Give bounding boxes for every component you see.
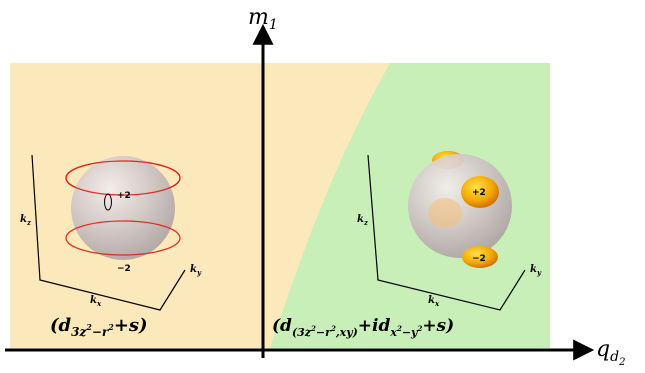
left-minus-label: −2 <box>117 264 131 274</box>
right-blob-minus <box>462 246 498 268</box>
right-plus-label: +2 <box>472 188 486 198</box>
left-sphere <box>71 156 175 260</box>
right-axis-kz: kz <box>357 214 369 227</box>
left-inset: kz kx ky +2 −2 (d3z2−r2+s) <box>20 154 202 339</box>
right-inset: kz kx ky +2 −2 (d(3z2−r2,xy)+idx2−y2+s) <box>272 151 542 339</box>
right-minus-label: −2 <box>472 254 486 264</box>
left-small-loop <box>104 193 112 211</box>
left-node-ring-top <box>65 160 181 196</box>
right-blob-plus <box>461 176 499 208</box>
right-phase-label: (d(3z2−r2,xy)+idx2−y2+s) <box>272 316 454 339</box>
left-axis-kz: kz <box>20 214 32 227</box>
right-blob-back <box>428 198 462 228</box>
left-node-ring-bottom <box>65 220 181 256</box>
left-plus-label: +2 <box>117 191 131 201</box>
left-inset-frame <box>31 154 186 311</box>
left-axis-ky: ky <box>190 264 202 277</box>
left-phase-label: (d3z2−r2+s) <box>50 315 148 339</box>
y-axis-label: m1 <box>248 5 278 33</box>
left-axis-kx: kx <box>90 295 102 308</box>
right-inset-frame <box>367 154 526 311</box>
right-axis-ky: ky <box>530 264 542 277</box>
right-axis-kx: kx <box>428 295 440 308</box>
x-axis-label: qd2 <box>596 337 625 368</box>
